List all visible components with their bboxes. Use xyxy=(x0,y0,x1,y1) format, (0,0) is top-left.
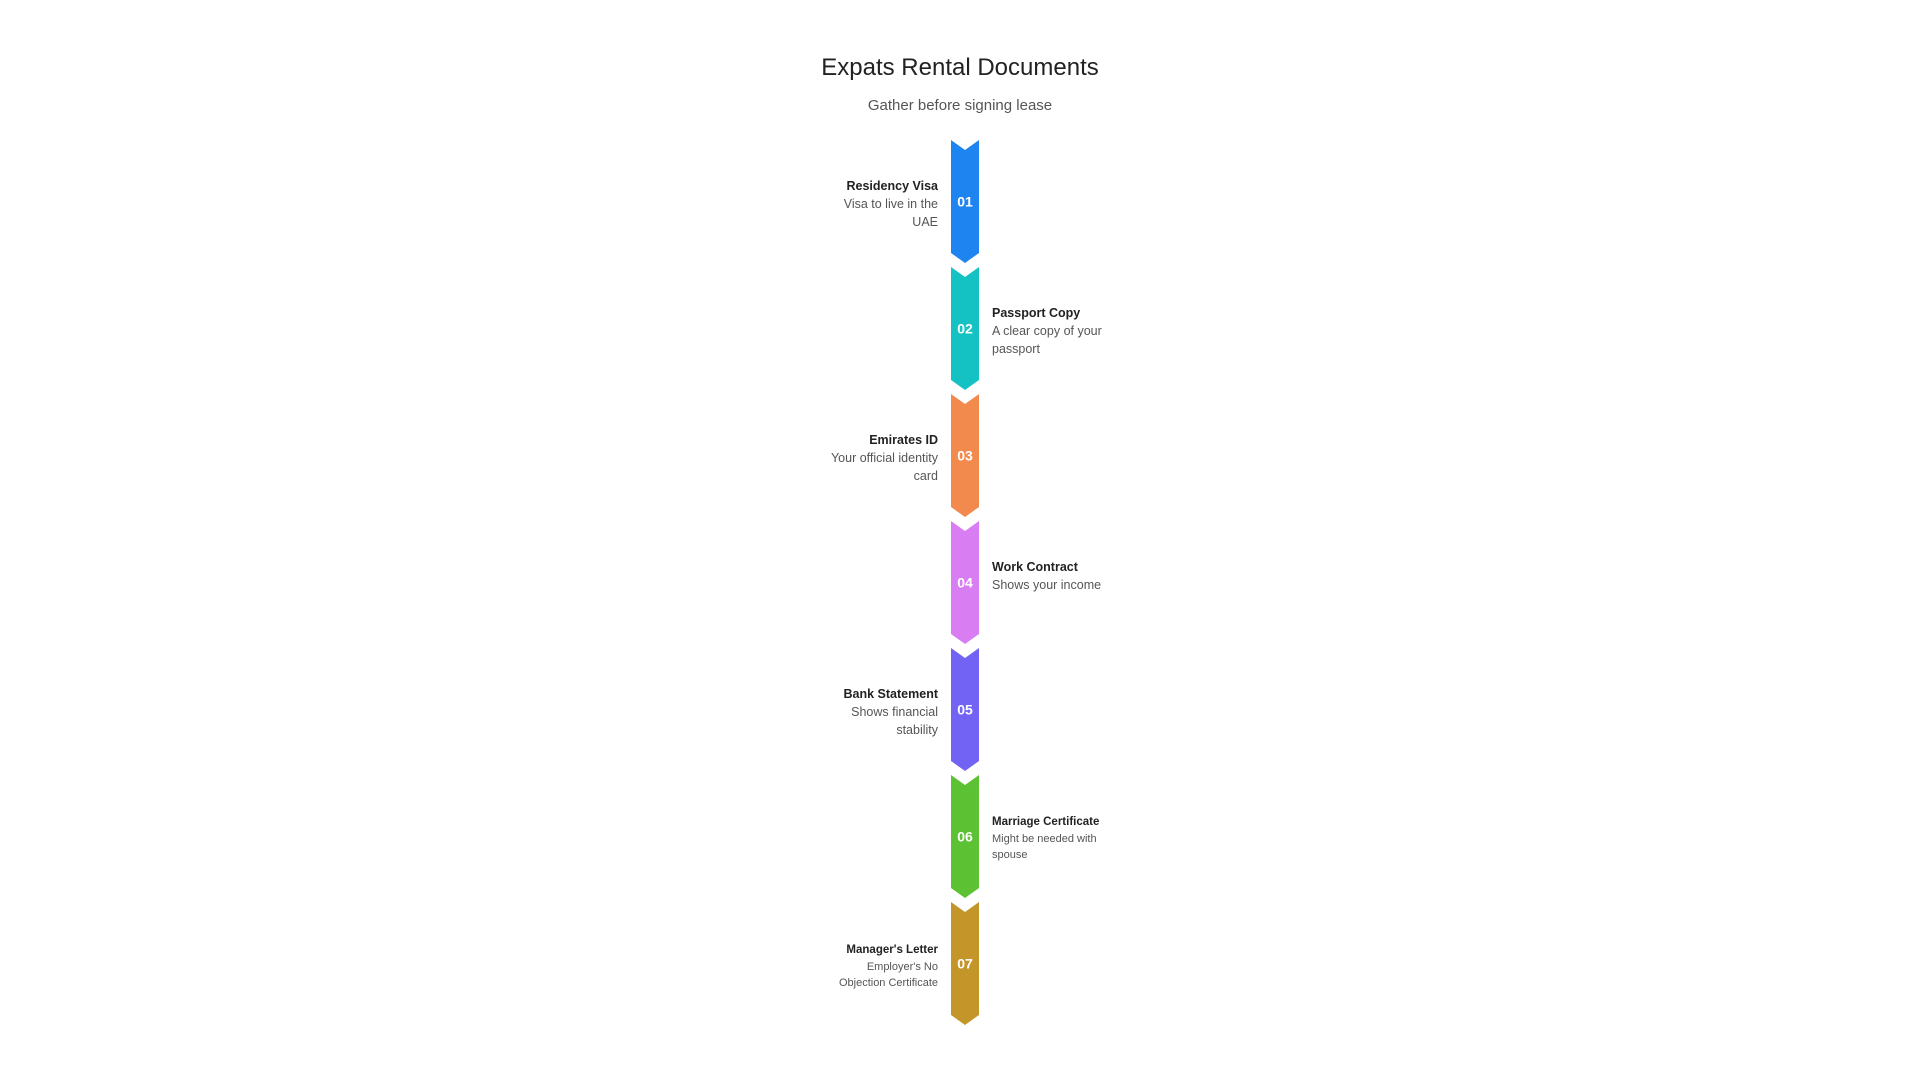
step-label-06: Marriage Certificate Might be needed wit… xyxy=(992,813,1112,863)
step-number-02: 02 xyxy=(957,321,973,337)
page-subtitle: Gather before signing lease xyxy=(867,97,1053,114)
step-description: Shows financial stability xyxy=(851,705,938,737)
step-title: Residency Visa xyxy=(846,179,939,193)
step-title: Bank Statement xyxy=(843,687,938,701)
chevron-segment-05 xyxy=(951,648,979,771)
step-description: Employer's No Objection Certificate xyxy=(838,961,938,989)
step-title: Emirates ID xyxy=(869,433,938,447)
chevron-segment-03 xyxy=(951,394,979,517)
page-title: Expats Rental Documents xyxy=(821,54,1099,81)
step-description: Might be needed with spouse xyxy=(992,833,1097,861)
chevron-segment-04 xyxy=(951,521,979,644)
step-label-03: Emirates ID Your official identity card xyxy=(818,431,938,485)
step-number-01: 01 xyxy=(957,194,973,210)
chevron-segment-06 xyxy=(951,775,979,898)
step-title: Marriage Certificate xyxy=(992,816,1100,828)
step-label-05: Bank Statement Shows financial stability xyxy=(818,685,938,739)
step-label-01: Residency Visa Visa to live in the UAE xyxy=(818,177,938,231)
step-label-04: Work Contract Shows your income xyxy=(992,558,1112,594)
chevron-segment-01 xyxy=(951,140,979,263)
step-description: A clear copy of your passport xyxy=(992,324,1102,356)
chevron-segment-07 xyxy=(951,902,979,1025)
step-description: Your official identity card xyxy=(830,451,938,483)
step-number-04: 04 xyxy=(957,575,973,591)
step-title: Manager's Letter xyxy=(846,944,938,956)
step-title: Work Contract xyxy=(992,560,1078,574)
chevron-segment-02 xyxy=(951,267,979,390)
step-label-02: Passport Copy A clear copy of your passp… xyxy=(992,304,1112,358)
step-number-07: 07 xyxy=(957,956,973,972)
step-title: Passport Copy xyxy=(992,306,1081,320)
step-label-07: Manager's Letter Employer's No Objection… xyxy=(818,941,938,991)
step-number-05: 05 xyxy=(957,702,973,718)
step-number-06: 06 xyxy=(957,829,973,845)
step-description: Visa to live in the UAE xyxy=(843,197,938,229)
step-number-03: 03 xyxy=(957,448,973,464)
step-description: Shows your income xyxy=(992,578,1102,592)
